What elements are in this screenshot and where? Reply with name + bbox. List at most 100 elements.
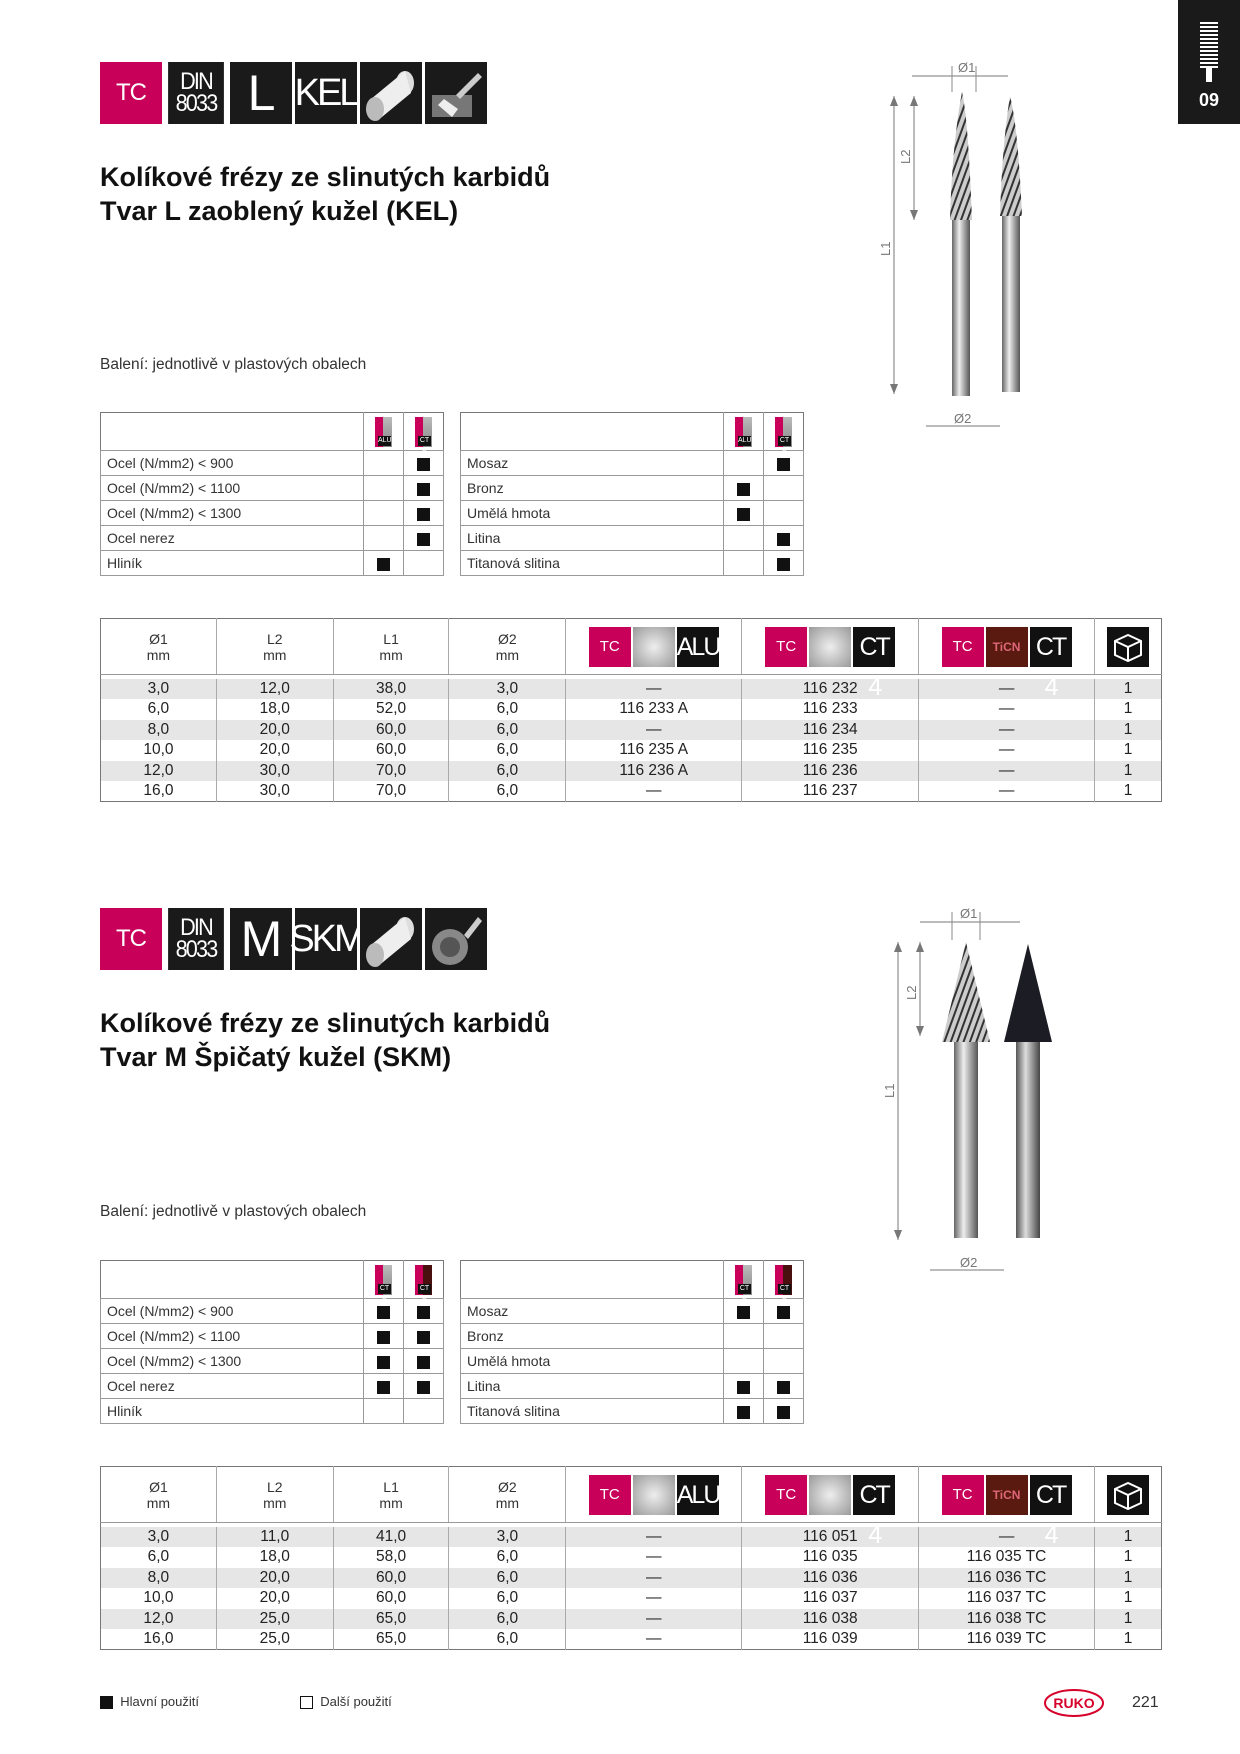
burr-icon xyxy=(1200,20,1218,68)
din-label: DIN xyxy=(180,914,214,941)
package-icon xyxy=(1094,1466,1162,1523)
main-use-marker xyxy=(417,1330,430,1344)
cylinder-shank-icon xyxy=(360,62,422,124)
material-name: Ocel (N/mm2) < 900 xyxy=(100,1298,364,1324)
tc-icon: TC xyxy=(100,908,162,970)
section-title-2: Kolíkové frézy ze slinutých karbidů Tvar… xyxy=(100,1006,550,1074)
ct4-material-icon: CT 4 xyxy=(375,1264,392,1302)
material-name: Ocel nerez xyxy=(100,1373,364,1399)
material-name: Ocel (N/mm2) < 1300 xyxy=(100,500,364,526)
material-name: Ocel (N/mm2) < 1300 xyxy=(100,1348,364,1374)
main-use-marker xyxy=(417,1380,430,1394)
materials-table-right-2: CT 4 CT 4 Mosaz Bronz Umělá hmota Litina… xyxy=(460,1260,804,1424)
material-name: Ocel (N/mm2) < 1100 xyxy=(100,475,364,501)
din-icon: DIN 8033 xyxy=(168,908,224,970)
d1-label: Ø1 xyxy=(958,60,975,75)
ct4-material-icon: CT 4 xyxy=(735,1264,752,1302)
main-use-marker xyxy=(377,557,390,571)
ct4-ticn-material-icon: CT 4 xyxy=(775,1264,792,1302)
shape-code-icon: KEL xyxy=(295,62,360,124)
main-use-marker xyxy=(777,457,790,471)
tc-icon: TC xyxy=(100,62,162,124)
grinding-application-icon xyxy=(425,62,487,124)
main-use-marker xyxy=(777,1305,790,1319)
ruko-logo: RUKO xyxy=(1044,1689,1104,1717)
main-use-marker xyxy=(737,1380,750,1394)
material-name: Bronz xyxy=(460,1323,724,1349)
materials-table-right-1: ALU CT 4 Mosaz Bronz Umělá hmota Litina … xyxy=(460,412,804,576)
main-use-marker xyxy=(417,507,430,521)
title-line-1: Kolíkové frézy ze slinutých karbidů xyxy=(100,162,551,192)
main-use-marker xyxy=(737,482,750,496)
brand-name: RUKO xyxy=(1053,1695,1094,1711)
shape-letter-icon: L xyxy=(230,62,292,124)
main-use-marker xyxy=(737,1405,750,1419)
material-name: Hliník xyxy=(100,550,364,576)
chapter-number: 09 xyxy=(1198,90,1220,110)
package-icon xyxy=(1094,618,1162,675)
main-use-marker xyxy=(417,532,430,546)
material-name: Umělá hmota xyxy=(460,500,724,526)
main-use-marker xyxy=(377,1305,390,1319)
shape-letter-icon: M xyxy=(230,908,292,970)
packaging-note-1: Balení: jednotlivě v plastových obalech xyxy=(100,356,367,373)
material-name: Mosaz xyxy=(460,450,724,476)
shape-code-icon: SKM xyxy=(289,908,366,970)
packaging-note-2: Balení: jednotlivě v plastových obalech xyxy=(100,1203,367,1220)
main-use-marker xyxy=(377,1380,390,1394)
section-title-1: Kolíkové frézy ze slinutých karbidů Tvar… xyxy=(100,160,550,228)
l1-label: L1 xyxy=(882,1084,897,1098)
alu-material-icon: ALU xyxy=(375,416,392,447)
materials-table-left-1: ALU CT 4 Ocel (N/mm2) < 900 Ocel (N/mm2)… xyxy=(100,412,444,576)
product-drawing-2: Ø1 Ø2 L1 L2 xyxy=(882,906,1052,1271)
material-name: Umělá hmota xyxy=(460,1348,724,1374)
l1-label: L1 xyxy=(878,242,893,256)
d1-label: Ø1 xyxy=(960,906,977,921)
legend-other-use: Další použití xyxy=(300,1694,392,1710)
ct4-material-icon: CT 4 xyxy=(415,416,432,454)
material-name: Hliník xyxy=(100,1398,364,1424)
milling-application-icon xyxy=(425,908,487,970)
feature-icons-2: TC DIN 8033 M SKM xyxy=(100,908,487,970)
alu-material-icon: ALU xyxy=(735,416,752,447)
title-line-1: Kolíkové frézy ze slinutých karbidů xyxy=(100,1008,551,1038)
material-name: Mosaz xyxy=(460,1298,724,1324)
d2-label: Ø2 xyxy=(960,1255,977,1270)
main-use-marker xyxy=(417,482,430,496)
material-name: Ocel (N/mm2) < 900 xyxy=(100,450,364,476)
product-drawing-1: Ø1 Ø2 L1 L2 xyxy=(878,60,1022,427)
din-icon: DIN 8033 xyxy=(168,62,224,124)
main-use-marker xyxy=(377,1355,390,1369)
main-use-marker xyxy=(417,1355,430,1369)
material-name: Ocel (N/mm2) < 1100 xyxy=(100,1323,364,1349)
din-number: 8033 xyxy=(175,90,219,117)
empty-square-icon xyxy=(300,1696,313,1710)
d2-label: Ø2 xyxy=(954,411,971,426)
material-name: Litina xyxy=(460,1373,724,1399)
page-number: 221 xyxy=(1132,1694,1159,1711)
main-use-marker xyxy=(737,1305,750,1319)
main-use-marker xyxy=(777,532,790,546)
